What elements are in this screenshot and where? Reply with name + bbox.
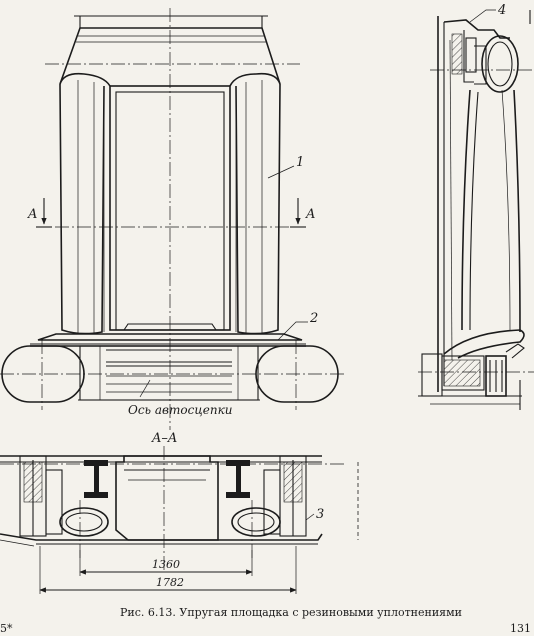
dimension-1360: 1360 bbox=[152, 558, 180, 571]
label-part-1: 1 bbox=[296, 155, 304, 170]
label-part-3: 3 bbox=[316, 507, 324, 522]
figure-caption: Рис. 6.13. Упругая площадка с резиновыми… bbox=[120, 606, 462, 619]
page-mark: 5* bbox=[0, 622, 13, 635]
label-section-a-left: A bbox=[27, 207, 37, 222]
coupler-axis-label: Ось автосцепки bbox=[128, 403, 232, 417]
label-section-a-right: A bbox=[305, 207, 315, 222]
label-part-4: 4 bbox=[497, 3, 506, 18]
label-part-2: 2 bbox=[309, 311, 318, 326]
front-view bbox=[0, 8, 345, 430]
page-number: 131 bbox=[510, 622, 531, 635]
section-a-a-view bbox=[0, 446, 359, 594]
side-view bbox=[418, 9, 534, 410]
section-title: A–A bbox=[151, 431, 177, 446]
dimension-1782: 1782 bbox=[156, 576, 184, 589]
